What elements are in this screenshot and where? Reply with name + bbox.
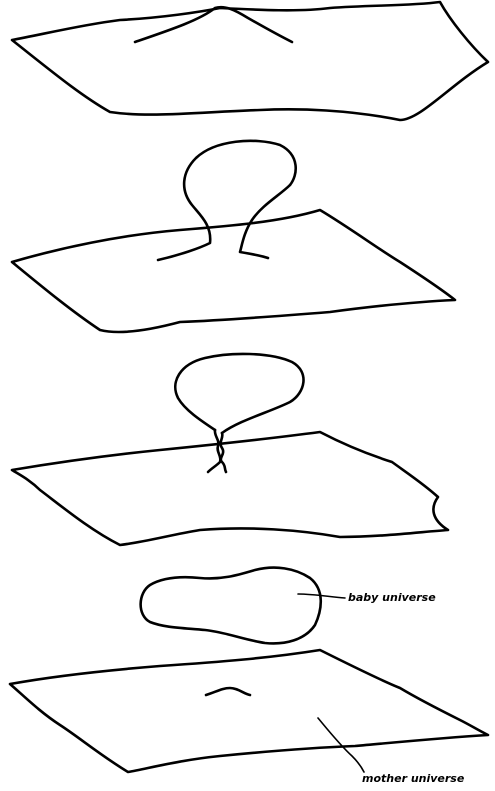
stage-1-bump (12, 2, 488, 120)
stage-2-neck-left (158, 141, 296, 260)
mother-universe-sheet (10, 650, 488, 772)
stage-2-protrusion (12, 141, 455, 332)
stage-3-thread-right (221, 433, 226, 472)
baby-universe-shape (141, 568, 321, 644)
stage-3-bubble (175, 354, 303, 433)
stage-3-sheet (12, 432, 448, 545)
stage-4-separated: baby universe mother universe (10, 568, 488, 785)
stage-2-sheet (12, 210, 455, 332)
mother-universe-label: mother universe (362, 772, 465, 785)
stage-1-bump-curve (135, 7, 292, 42)
baby-universe-label: baby universe (348, 591, 436, 604)
mother-universe-scar (206, 688, 250, 695)
stage-3-thread-left (208, 430, 220, 472)
stage-3-pinching (12, 354, 448, 545)
